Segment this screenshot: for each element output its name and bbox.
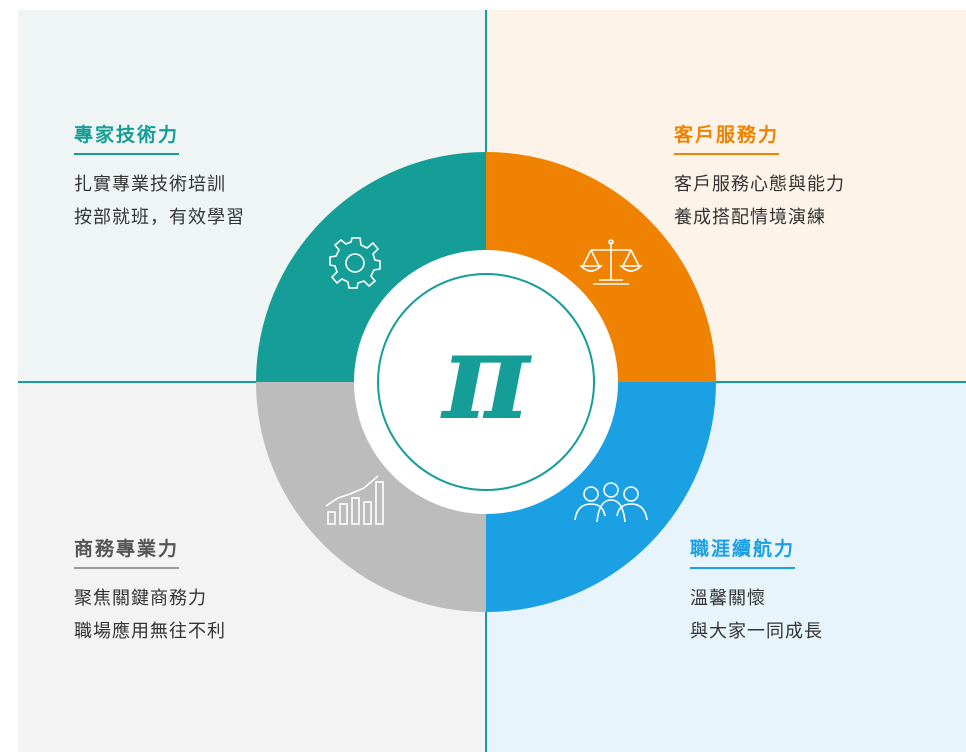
- scales-icon: [579, 239, 643, 285]
- desc-expert-tech: 扎實專業技術培訓 按部就班，有效學習: [74, 168, 245, 234]
- heading-customer-service: 客戶服務力: [674, 120, 780, 155]
- heading-career: 職涯續航力: [690, 534, 796, 569]
- ring-segment-blue: [486, 382, 716, 612]
- heading-expert-tech: 專家技術力: [74, 120, 180, 155]
- desc-career: 溫馨關懷 與大家一同成長: [690, 582, 823, 648]
- desc-line: 溫馨關懷: [690, 588, 766, 609]
- center-inner-ring: [377, 273, 595, 491]
- bar-chart-icon: [325, 475, 384, 525]
- desc-line: 客戶服務心態與能力: [674, 174, 845, 195]
- heading-business: 商務專業力: [74, 534, 180, 569]
- desc-line: 按部就班，有效學習: [74, 207, 245, 228]
- people-icon: [574, 482, 648, 523]
- pi-symbol: π: [440, 306, 532, 447]
- desc-customer-service: 客戶服務心態與能力 養成搭配情境演練: [674, 168, 845, 234]
- desc-line: 聚焦關鍵商務力: [74, 588, 207, 609]
- desc-line: 養成搭配情境演練: [674, 207, 826, 228]
- desc-line: 職場應用無往不利: [74, 621, 226, 642]
- center-circle: [354, 250, 618, 514]
- ring-segment-teal: [256, 152, 486, 382]
- desc-business: 聚焦關鍵商務力 職場應用無往不利: [74, 582, 226, 648]
- desc-line: 扎實專業技術培訓: [74, 174, 226, 195]
- desc-line: 與大家一同成長: [690, 621, 823, 642]
- ring-segment-gray: [256, 382, 486, 612]
- gear-icon: [329, 237, 381, 289]
